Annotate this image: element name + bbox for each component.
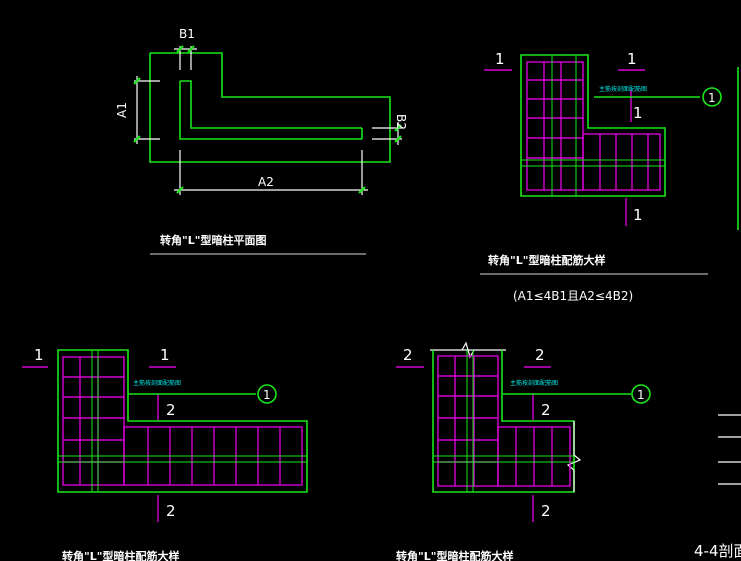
callout-number-top-right: 1 — [708, 91, 716, 105]
section-mark-2e: 2 — [541, 401, 551, 419]
section-title-4-4: 4-4剖面 — [694, 542, 741, 560]
section-mark-2a: 2 — [166, 401, 176, 419]
rebar-note-top-right: 主筋按剖面配筋图 — [599, 85, 647, 93]
partial-right-edge — [718, 67, 741, 485]
caption-rebar-detail-1: 转角"L"型暗柱配筋大样 — [488, 253, 605, 267]
rebar-detail-bottom-middle — [396, 341, 651, 522]
section-mark-1e: 1 — [34, 346, 44, 364]
callout-number-bottom-middle: 1 — [637, 388, 645, 402]
section-mark-2f: 2 — [541, 502, 551, 520]
section-mark-2b: 2 — [166, 502, 176, 520]
rebar-note-bottom-left: 主筋按剖面配筋图 — [133, 379, 181, 387]
condition-note: (A1≤4B1且A2≤4B2) — [513, 289, 633, 303]
section-mark-2c: 2 — [403, 346, 413, 364]
section-mark-1b: 1 — [627, 50, 637, 68]
l-plan-diagram — [133, 45, 402, 255]
section-mark-1c: 1 — [633, 104, 643, 122]
caption-rebar-detail-3: 转角"L"型暗柱配筋大样 — [396, 549, 513, 561]
dim-a2-label: A2 — [258, 175, 274, 189]
section-mark-1f: 1 — [160, 346, 170, 364]
dim-b1-label: B1 — [179, 27, 195, 41]
dim-a1-label: A1 — [115, 102, 129, 118]
section-mark-1d: 1 — [633, 206, 643, 224]
callout-number-bottom-left: 1 — [263, 388, 271, 402]
rebar-detail-top-right — [480, 54, 722, 275]
caption-l-plan: 转角"L"型暗柱平面图 — [160, 233, 266, 247]
caption-rebar-detail-2: 转角"L"型暗柱配筋大样 — [62, 549, 179, 561]
rebar-detail-bottom-left — [22, 349, 308, 522]
dim-b2-label: B2 — [394, 114, 408, 130]
section-mark-2d: 2 — [535, 346, 545, 364]
section-mark-1a: 1 — [495, 50, 505, 68]
rebar-note-bottom-middle: 主筋按剖面配筋图 — [510, 379, 558, 387]
